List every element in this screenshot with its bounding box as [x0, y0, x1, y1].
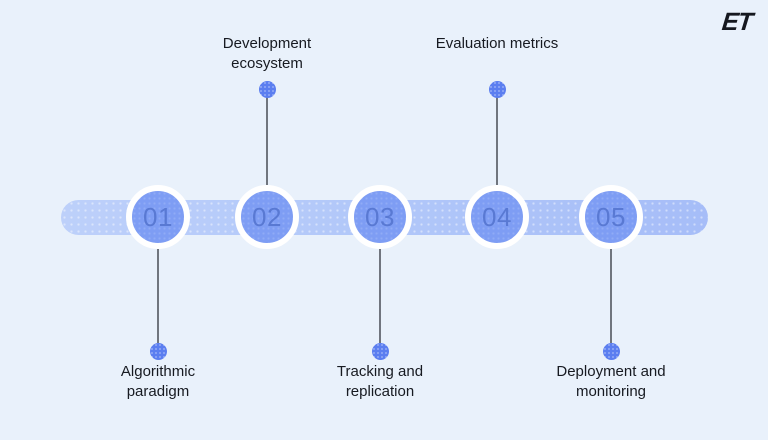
step-label: Tracking and replication — [336, 363, 424, 400]
timeline-step-01: 01 Algorithmic paradigm — [78, 0, 238, 440]
timeline-step-04: Evaluation metrics 04 — [417, 0, 577, 440]
connector-line — [496, 97, 498, 185]
step-number: 04 — [482, 201, 512, 232]
step-circle-02: 02 — [235, 185, 299, 249]
connector-line — [157, 249, 159, 343]
step-number: 01 — [143, 201, 173, 232]
step-circle-04: 04 — [465, 185, 529, 249]
connector-dot — [258, 81, 276, 98]
step-label: Deployment and monitoring — [556, 363, 666, 400]
step-label: Development ecosystem — [222, 35, 312, 72]
step-label: Evaluation metrics — [435, 35, 559, 52]
timeline-step-05: 05 Deployment and monitoring — [531, 0, 691, 440]
timeline-step-02: Development ecosystem 02 — [187, 0, 347, 440]
step-circle-01: 01 — [126, 185, 190, 249]
step-label: Algorithmic paradigm — [120, 363, 196, 400]
brand-logo: ET — [720, 8, 754, 36]
connector-dot — [149, 343, 167, 360]
step-circle-03: 03 — [348, 185, 412, 249]
step-circle-05: 05 — [579, 185, 643, 249]
connector-line — [266, 97, 268, 185]
connector-line — [379, 249, 381, 343]
step-number: 03 — [365, 201, 395, 232]
connector-dot — [371, 343, 389, 360]
step-number: 02 — [252, 201, 282, 232]
timeline-step-03: 03 Tracking and replication — [300, 0, 460, 440]
connector-dot — [488, 81, 506, 98]
step-number: 05 — [596, 201, 626, 232]
connector-dot — [602, 343, 620, 360]
connector-line — [610, 249, 612, 343]
